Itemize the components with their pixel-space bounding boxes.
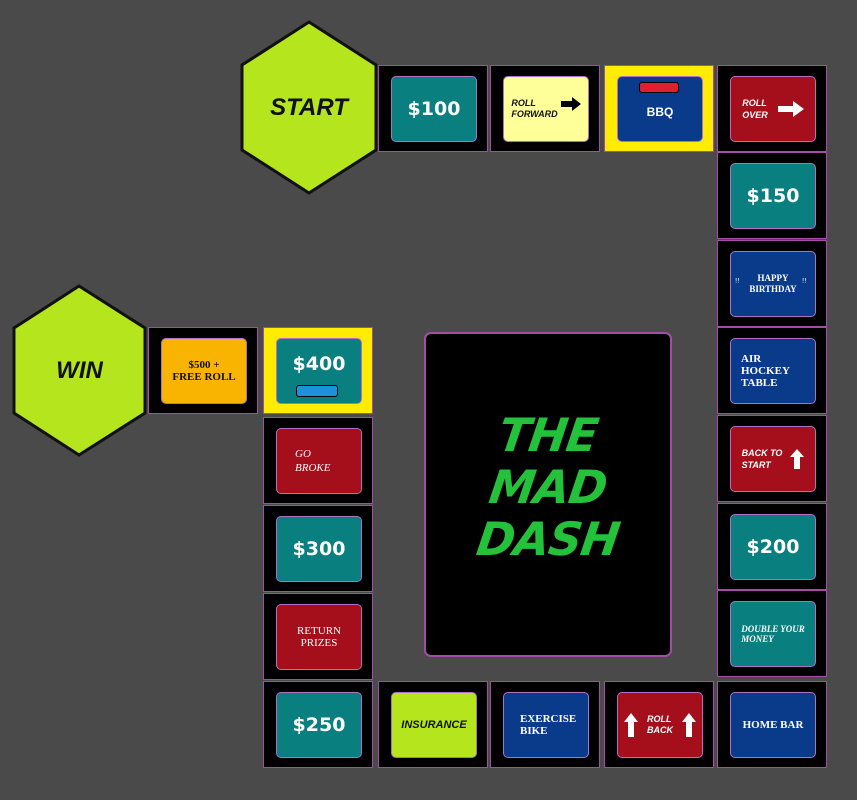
- happy-birthday-line2: BIRTHDAY: [749, 284, 797, 294]
- logo-line-mad: MAD: [485, 460, 611, 514]
- space-return-prizes-card: RETURN PRIZES: [276, 604, 362, 670]
- air-hockey-line1: AIR HOCKEY: [741, 353, 790, 377]
- space-300-card: $300: [276, 516, 362, 582]
- space-bbq[interactable]: BBQ: [604, 65, 714, 152]
- exercise-bike-line1: EXERCISE: [520, 713, 577, 725]
- logo-line-dash: DASH: [473, 512, 623, 566]
- start-space[interactable]: START: [240, 20, 378, 195]
- space-400[interactable]: $400: [263, 327, 373, 414]
- arrow-up-icon: [790, 449, 805, 469]
- win-label: WIN: [56, 356, 103, 384]
- space-500-line2: FREE ROLL: [172, 371, 236, 383]
- space-roll-over-card: ROLL OVER: [730, 76, 816, 142]
- space-100-card: $100: [391, 76, 477, 142]
- start-hexagon-shape: [240, 20, 378, 195]
- space-home-bar-card: HOME BAR: [730, 692, 816, 758]
- space-back-to-start-card: BACK TO START: [730, 426, 816, 492]
- space-150[interactable]: $150: [717, 152, 827, 239]
- roll-over-line1: ROLL: [742, 98, 767, 108]
- air-hockey-line2: TABLE: [741, 377, 778, 389]
- roll-back-line2: BACK: [647, 725, 673, 735]
- happy-birthday-line1: HAPPY: [757, 273, 789, 283]
- return-prizes-line1: RETURN: [297, 625, 341, 637]
- space-home-bar[interactable]: HOME BAR: [717, 681, 827, 768]
- bbq-label: BBQ: [646, 104, 674, 119]
- exercise-bike-line2: BIKE: [520, 725, 548, 737]
- return-prizes-line2: PRIZES: [300, 637, 338, 649]
- arrow-up-icon: [682, 713, 696, 737]
- space-double-money-card: DOUBLE YOUR MONEY: [730, 601, 816, 667]
- go-broke-line1: GO: [295, 448, 311, 460]
- back-to-start-line2: START: [741, 460, 771, 470]
- space-250-card: $250: [276, 692, 362, 758]
- red-player-token[interactable]: [639, 82, 679, 93]
- space-air-hockey[interactable]: AIR HOCKEY TABLE: [717, 327, 827, 414]
- space-200[interactable]: $200: [717, 503, 827, 590]
- space-insurance[interactable]: INSURANCE: [378, 681, 488, 768]
- space-roll-forward-card: ROLL FORWARD: [503, 76, 589, 142]
- go-broke-line2: BROKE: [295, 462, 331, 474]
- space-roll-back[interactable]: ROLL BACK: [604, 681, 714, 768]
- logo-line-the: THE: [495, 408, 601, 462]
- start-label: START: [270, 93, 348, 121]
- space-400-label: $400: [292, 353, 346, 375]
- win-space[interactable]: WIN: [12, 284, 147, 457]
- space-100[interactable]: $100: [378, 65, 488, 152]
- double-money-line1: DOUBLE YOUR: [741, 624, 805, 634]
- arrow-right-icon: [777, 101, 804, 117]
- arrow-up-icon: [624, 713, 638, 737]
- win-hexagon-shape: [12, 284, 147, 457]
- space-500-line1: $500 +: [188, 359, 220, 371]
- space-return-prizes[interactable]: RETURN PRIZES: [263, 593, 373, 680]
- roll-forward-line1: ROLL: [511, 98, 536, 108]
- space-500-free-roll[interactable]: $500 + FREE ROLL: [148, 327, 258, 414]
- space-exercise-bike[interactable]: EXERCISE BIKE: [490, 681, 600, 768]
- space-roll-back-card: ROLL BACK: [617, 692, 703, 758]
- space-roll-over[interactable]: ROLL OVER: [717, 65, 827, 152]
- roll-over-line2: OVER: [742, 110, 768, 120]
- game-logo-panel: THE MAD DASH: [424, 332, 672, 657]
- candle-icon: ꜝꜝ: [735, 279, 740, 288]
- space-go-broke-card: GO BROKE: [276, 428, 362, 494]
- space-roll-forward[interactable]: ROLL FORWARD: [490, 65, 600, 152]
- space-back-to-start[interactable]: BACK TO START: [717, 415, 827, 502]
- space-200-card: $200: [730, 514, 816, 580]
- back-to-start-line1: BACK TO: [741, 448, 783, 458]
- space-happy-birthday-card: HAPPY BIRTHDAY: [730, 251, 816, 317]
- home-bar-label: HOME BAR: [742, 719, 804, 731]
- space-300[interactable]: $300: [263, 505, 373, 592]
- space-500-free-roll-card: $500 + FREE ROLL: [161, 338, 247, 404]
- candle-icon: ꜝꜝ: [802, 279, 807, 288]
- space-double-money[interactable]: DOUBLE YOUR MONEY: [717, 590, 827, 677]
- roll-back-line1: ROLL: [647, 714, 672, 724]
- space-150-card: $150: [730, 163, 816, 229]
- space-250[interactable]: $250: [263, 681, 373, 768]
- space-insurance-card: INSURANCE: [391, 692, 477, 758]
- space-exercise-bike-card: EXERCISE BIKE: [503, 692, 589, 758]
- double-money-line2: MONEY: [741, 634, 774, 644]
- space-happy-birthday[interactable]: HAPPY BIRTHDAY ꜝꜝ ꜝꜝ: [717, 240, 827, 327]
- roll-forward-line2: FORWARD: [511, 109, 558, 119]
- space-go-broke[interactable]: GO BROKE: [263, 417, 373, 504]
- arrow-right-icon: [560, 97, 581, 111]
- space-air-hockey-card: AIR HOCKEY TABLE: [730, 338, 816, 404]
- blue-player-token[interactable]: [296, 385, 338, 397]
